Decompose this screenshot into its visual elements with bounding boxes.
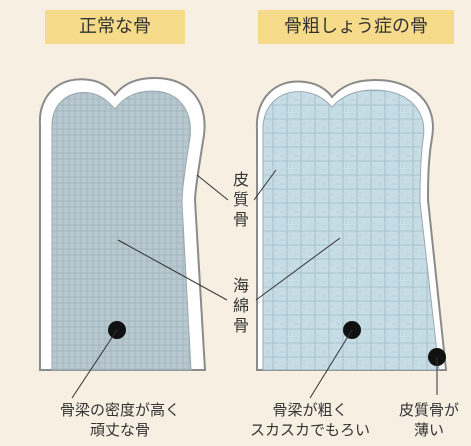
normal-bone — [38, 76, 207, 399]
label-cancellous-bone: 海 綿 骨 — [228, 276, 254, 336]
label-cortical-bone: 皮 質 骨 — [228, 170, 254, 230]
cortical-leader-right — [253, 169, 277, 201]
osteoporosis-bone — [255, 78, 448, 399]
title-osteoporosis-bone: 骨粗しょう症の骨 — [258, 10, 454, 44]
title-normal-bone: 正常な骨 — [45, 10, 185, 44]
normal-cancellous-area — [51, 90, 192, 371]
caption-osteoporosis-bone: 骨梁が粗く スカスカでもろい — [249, 401, 370, 439]
cancellous-leader-right — [255, 237, 341, 301]
osteo-cancellous-area — [262, 89, 440, 371]
cancellous-leader-left — [117, 239, 228, 301]
cortical-leader-left — [196, 174, 229, 201]
caption-thin-cortex: 皮質骨が 薄い — [398, 401, 459, 439]
caption-normal-bone: 骨梁の密度が高く 頑丈な骨 — [59, 401, 180, 439]
